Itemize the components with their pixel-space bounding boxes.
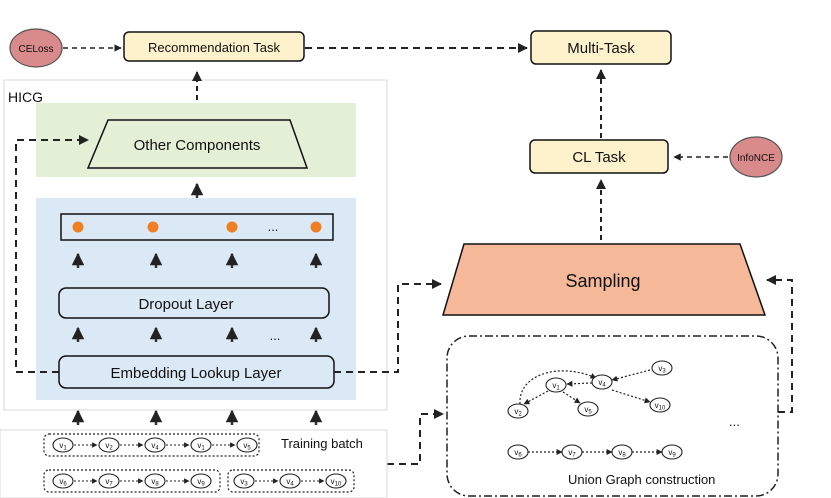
graph-node [561, 444, 583, 460]
graph-node [98, 473, 120, 489]
graph-node-label: v3 [658, 364, 666, 375]
dropout-layer [58, 287, 330, 319]
celoss-node [9, 28, 63, 68]
graph-node-label: v1 [59, 441, 67, 452]
graph-node [190, 437, 212, 453]
graph-node [325, 473, 347, 489]
other-components-label: Other Components [134, 137, 261, 154]
sequence-box-2 [43, 469, 221, 493]
graph-node [233, 473, 255, 489]
sequence-1: v1 v2 v4 v1 v5 [52, 437, 258, 453]
dashed-arrow [334, 279, 442, 373]
infonce-node [729, 136, 783, 178]
training-batch-label: Training batch [281, 436, 363, 451]
cl-task [529, 139, 669, 174]
graph-node-label: v5 [584, 405, 592, 416]
graph-node-label: v6 [514, 448, 522, 459]
graph-node-label: v8 [151, 477, 159, 488]
dashed-arrow [15, 135, 89, 373]
embedding-dot [310, 221, 322, 233]
graph-node-label: v4 [598, 378, 606, 389]
graph-node [591, 374, 613, 390]
graph-node [611, 444, 633, 460]
embedding-dot [147, 221, 159, 233]
union-graph-ellipsis: ... [729, 414, 740, 429]
graph-node-label: v4 [151, 441, 159, 452]
graph-edge [611, 369, 651, 382]
graph-node-label: v8 [618, 448, 626, 459]
graph-node [144, 437, 166, 453]
sequence-box-3 [227, 469, 355, 493]
graph-node-label: v6 [59, 477, 67, 488]
embedding-dot [72, 221, 84, 233]
recommendation-task [123, 31, 305, 62]
graph-node [144, 473, 166, 489]
embedding-lookup-label: Embedding Lookup Layer [111, 365, 282, 382]
graph-node-label: v1 [552, 381, 560, 392]
graph-edge [611, 389, 651, 404]
graph-node [507, 444, 529, 460]
union-graph-nodes: v1 v4 v3 v2 v5 v10 v6 v7 v8 v9 [507, 360, 683, 460]
dashed-arrow [387, 409, 444, 465]
dashed-arrow [766, 275, 793, 413]
graph-node [98, 437, 120, 453]
graph-node [236, 437, 258, 453]
graph-node-label: v2 [105, 441, 113, 452]
union-graph-label: Union Graph construction [568, 472, 715, 487]
graph-node [577, 401, 599, 417]
graph-node-label: v7 [568, 448, 576, 459]
graph-node [279, 473, 301, 489]
infonce-label: InfoNCE [737, 153, 775, 164]
graph-edge [519, 370, 597, 405]
graph-node-label: v10 [655, 401, 666, 412]
graph-node-label: v5 [243, 441, 251, 452]
embedding-dot [226, 221, 238, 233]
cl-task-label: CL Task [572, 149, 626, 166]
sampling-block [441, 243, 767, 316]
graph-node-label: v3 [240, 477, 248, 488]
graph-node [649, 397, 671, 413]
dropout-layer-label: Dropout Layer [138, 296, 233, 313]
graph-node [52, 437, 74, 453]
graph-node-label: v10 [331, 477, 342, 488]
multi-task [530, 30, 672, 65]
graph-node [661, 444, 683, 460]
celoss-label: CELoss [18, 44, 53, 55]
graph-node-label: v9 [197, 477, 205, 488]
dropout-ellipsis: ... [270, 328, 281, 343]
other-components-block [86, 119, 309, 169]
sampling-label: Sampling [565, 271, 640, 291]
graph-node [651, 360, 673, 376]
graph-edge [566, 380, 593, 387]
graph-node [545, 377, 567, 393]
graph-node-label: v7 [105, 477, 113, 488]
recommendation-task-label: Recommendation Task [148, 40, 280, 55]
graph-node-label: v9 [668, 448, 676, 459]
sequence-2: v6 v7 v8 v9 [52, 473, 212, 489]
union-graph-frame [446, 335, 779, 497]
sequence-3: v3 v4 v10 [233, 473, 347, 489]
graph-node-label: v2 [514, 407, 522, 418]
embedding-ellipsis: ... [268, 219, 279, 234]
graph-node-label: v1 [197, 441, 205, 452]
hicg-title: HICG [8, 89, 43, 105]
graph-edge [523, 390, 549, 405]
multi-task-label: Multi-Task [567, 40, 635, 57]
graph-node [507, 403, 529, 419]
embedding-vector [60, 213, 334, 241]
graph-node [52, 473, 74, 489]
graph-node [190, 473, 212, 489]
graph-node-label: v4 [286, 477, 294, 488]
graph-edge [562, 391, 581, 404]
